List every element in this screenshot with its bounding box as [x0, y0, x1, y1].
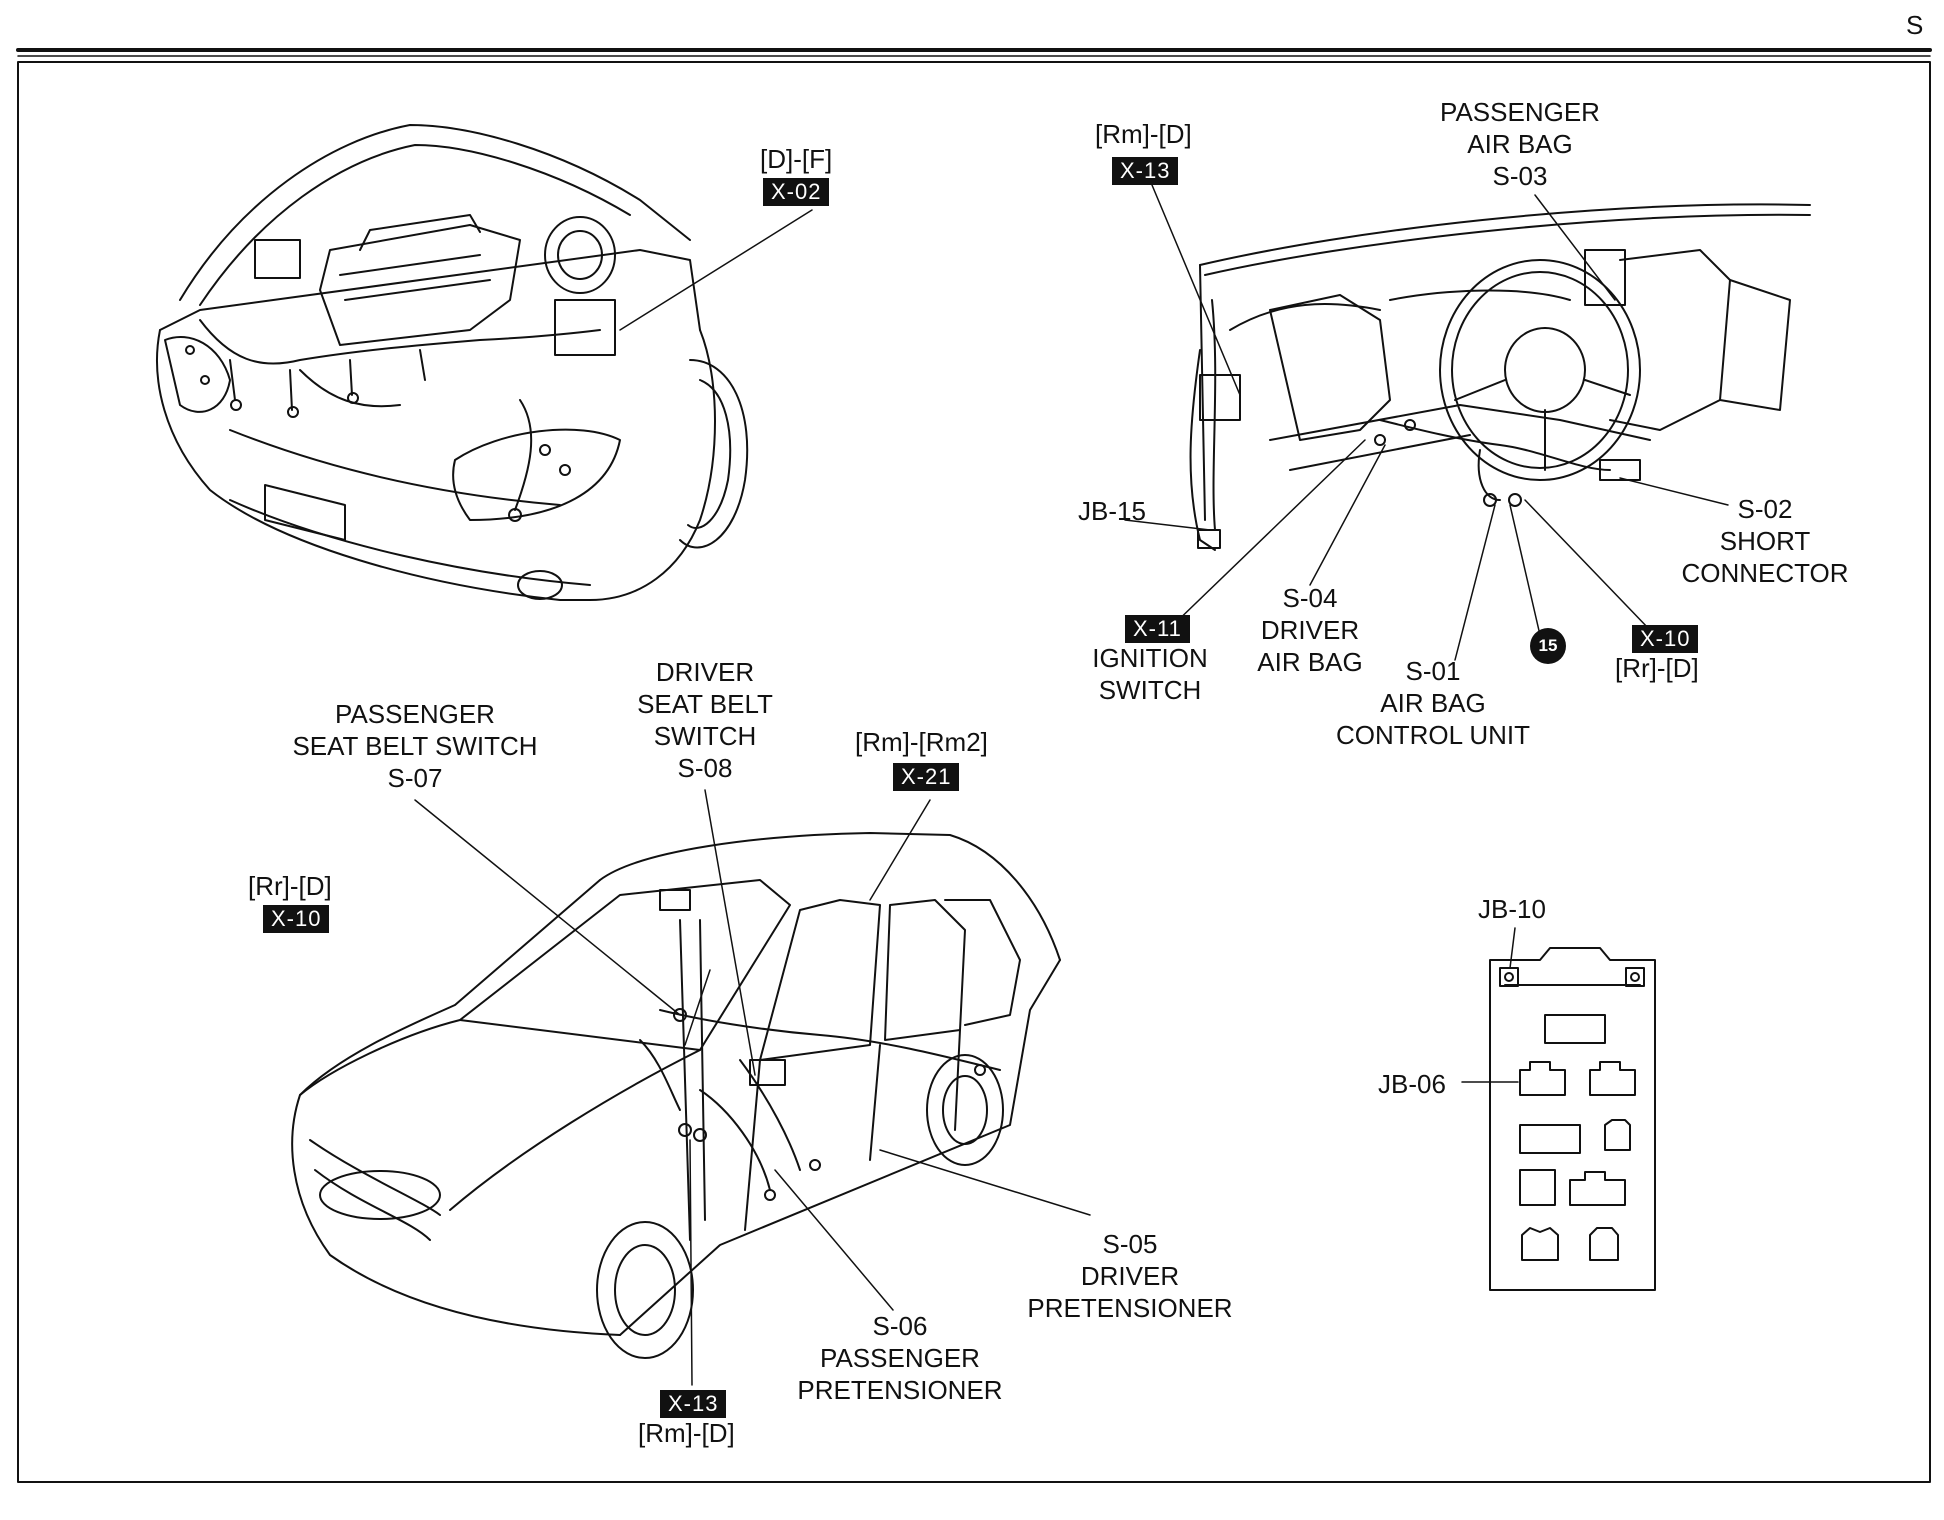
jb06-label: JB-06	[1378, 1069, 1446, 1099]
engine-bay-illustration	[156, 124, 749, 601]
x21-connector-tag: X-21	[893, 763, 960, 791]
x10-left-location-label: [Rr]-[D]	[248, 871, 332, 901]
junction-block-illustration	[1489, 947, 1656, 1291]
driver-pretensioner-label: S-05 DRIVER PRETENSIONER	[1027, 1229, 1233, 1323]
passenger-seat-belt-switch-label: PASSENGER SEAT BELT SWITCH S-07	[292, 699, 538, 793]
leader-lines-vehicle	[414, 789, 1091, 1386]
x13-top-location-label: [Rm]-[D]	[1095, 119, 1192, 149]
x10-right-connector-tag: X-10	[1632, 625, 1699, 653]
x02-location-label: [D]-[F]	[760, 144, 833, 174]
vehicle-illustration	[291, 832, 1061, 1359]
x13-top-connector-tag: X-13	[1112, 157, 1179, 185]
ground-point-icon: 15	[1530, 628, 1566, 664]
leader-lines-junction	[1461, 927, 1519, 1083]
leader-lines-dashboard	[1124, 184, 1729, 661]
x11-connector-tag: X-11	[1125, 615, 1190, 643]
page-letter: S	[1906, 10, 1924, 40]
ignition-switch-label: IGNITION SWITCH	[1092, 643, 1208, 705]
leader-lines-engine	[619, 209, 813, 331]
short-connector-label: S-02 SHORT CONNECTOR	[1681, 494, 1849, 588]
jb15-label: JB-15	[1078, 496, 1146, 526]
x10-left-connector-tag: X-10	[263, 905, 330, 933]
air-bag-control-unit-label: S-01 AIR BAG CONTROL UNIT	[1335, 656, 1531, 750]
x02-connector-tag: X-02	[763, 178, 830, 206]
dashboard-illustration	[1189, 203, 1811, 551]
x21-location-label: [Rm]-[Rm2]	[855, 727, 988, 757]
x13-bottom-connector-tag: X-13	[660, 1390, 727, 1418]
x10-right-location-label: [Rr]-[D]	[1615, 653, 1699, 683]
driver-air-bag-label: S-04 DRIVER AIR BAG	[1257, 583, 1363, 677]
jb10-label: JB-10	[1478, 894, 1546, 924]
passenger-air-bag-label: PASSENGER AIR BAG S-03	[1440, 97, 1600, 191]
x13-bottom-location-label: [Rm]-[D]	[638, 1418, 735, 1448]
page-frame	[16, 48, 1932, 1483]
driver-seat-belt-switch-label: DRIVER SEAT BELT SWITCH S-08	[637, 657, 773, 783]
passenger-pretensioner-label: S-06 PASSENGER PRETENSIONER	[797, 1311, 1003, 1405]
